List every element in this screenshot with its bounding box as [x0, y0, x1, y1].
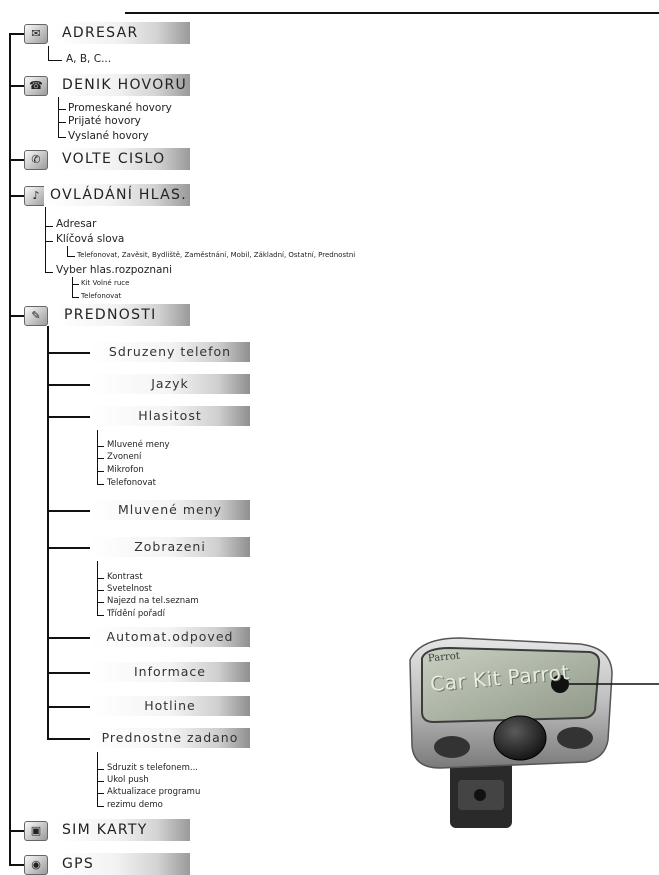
menu-volte-cislo[interactable]: VOLTE CISLO — [56, 148, 190, 170]
informace-button[interactable]: Informace — [90, 662, 250, 682]
connector — [97, 615, 104, 616]
zobrazeni-item[interactable]: Třídění pořadí — [107, 609, 165, 619]
connector — [9, 315, 24, 317]
sdruzeny-telefon-button[interactable]: Sdruzeny telefon — [90, 342, 250, 362]
wrench-icon: ✎ — [24, 306, 48, 326]
connector — [9, 830, 24, 832]
hotline-button[interactable]: Hotline — [90, 696, 250, 716]
connector — [97, 430, 98, 484]
connector — [48, 46, 49, 60]
connector — [47, 416, 90, 418]
vyber-item[interactable]: Telefonovat — [81, 292, 122, 300]
connector — [9, 864, 24, 866]
connector — [58, 122, 66, 123]
connector — [97, 793, 104, 794]
call-log-icon: ☎ — [24, 76, 48, 96]
connector — [97, 446, 104, 447]
connector — [97, 769, 104, 770]
globe-icon: ◉ — [24, 855, 48, 875]
hlasitost-item[interactable]: Mluvené meny — [107, 440, 170, 450]
connector — [97, 781, 104, 782]
connector — [72, 284, 79, 285]
connector — [72, 297, 79, 298]
prednosti-trunk — [47, 326, 49, 738]
connector — [67, 256, 75, 257]
denik-item[interactable]: Promeskané hovory — [68, 102, 172, 114]
connector — [58, 97, 59, 137]
connector — [47, 352, 90, 354]
connector — [45, 207, 46, 272]
connector — [97, 561, 98, 615]
denik-item[interactable]: Vyslané hovory — [68, 130, 149, 142]
automat-odpoved-button[interactable]: Automat.odpoved — [90, 627, 250, 647]
menu-adresar[interactable]: ADRESAR — [56, 22, 190, 44]
sim-card-icon: ▣ — [24, 821, 48, 841]
connector — [9, 33, 24, 35]
connector — [72, 277, 73, 297]
menu-gps[interactable]: GPS — [56, 853, 190, 875]
zadano-item[interactable]: Sdruzit s telefonem... — [107, 763, 199, 773]
connector — [58, 109, 66, 110]
zobrazeni-item[interactable]: Kontrast — [107, 572, 143, 582]
connector — [97, 578, 104, 579]
vyber-item[interactable]: Kit Volné ruce — [81, 279, 130, 287]
connector — [47, 738, 90, 740]
menu-prednosti[interactable]: PREDNOSTI — [58, 304, 190, 326]
top-rule — [125, 12, 659, 14]
connector — [97, 484, 104, 485]
tree-trunk — [9, 33, 11, 865]
connector — [97, 752, 98, 806]
connector — [97, 806, 104, 807]
connector — [47, 547, 90, 549]
adresar-item[interactable]: A, B, C... — [66, 53, 112, 65]
menu-denik-hovoru[interactable]: DENIK HOVORU — [56, 74, 190, 96]
car-kit-illustration — [409, 637, 659, 828]
connector — [45, 226, 53, 227]
connector — [97, 471, 104, 472]
zadano-item[interactable]: rezimu demo — [107, 800, 163, 810]
zobrazeni-item[interactable]: Svetelnost — [107, 584, 152, 594]
connector — [47, 384, 90, 386]
klicova-slova-list: Telefonovat, Zavěsit, Bydliště, Zaměstná… — [77, 251, 356, 259]
prednostne-zadano-button[interactable]: Prednostne zadano — [90, 728, 250, 748]
menu-ovladani-hlas[interactable]: OVLÁDÁNÍ HLAS. — [44, 184, 190, 206]
connector — [58, 137, 66, 138]
connector — [9, 159, 24, 161]
zadano-item[interactable]: Aktualizace programu — [107, 787, 201, 797]
car-kit-device: Parrot Car Kit Parrot — [400, 630, 659, 845]
zobrazeni-item[interactable]: Najezd na tel.seznam — [107, 596, 199, 606]
connector — [9, 85, 24, 87]
ovladani-adresar[interactable]: Adresar — [56, 218, 97, 230]
connector — [97, 458, 104, 459]
hlasitost-item[interactable]: Mikrofon — [107, 465, 144, 475]
ovladani-vyber[interactable]: Vyber hlas.rozpoznani — [56, 264, 172, 276]
mluvene-meny-button[interactable]: Mluvené meny — [90, 500, 250, 520]
address-book-icon: ✉ — [24, 24, 48, 44]
jazyk-button[interactable]: Jazyk — [90, 374, 250, 394]
connector — [97, 590, 104, 591]
connector — [47, 672, 90, 674]
connector — [9, 195, 24, 197]
connector — [47, 510, 90, 512]
hlasitost-item[interactable]: Zvonení — [107, 452, 142, 462]
zobrazeni-button[interactable]: Zobrazeni — [90, 537, 250, 557]
hlasitost-button[interactable]: Hlasitost — [90, 406, 250, 426]
connector — [67, 246, 68, 256]
connector — [47, 637, 90, 639]
connector — [97, 602, 104, 603]
connector — [45, 272, 53, 273]
menu-sim-karty[interactable]: SIM KARTY — [56, 819, 190, 841]
zadano-item[interactable]: Ukol push — [107, 775, 149, 785]
ovladani-klicova-slova[interactable]: Klíčová slova — [56, 233, 125, 245]
dial-pad-icon: ✆ — [24, 150, 48, 170]
hlasitost-item[interactable]: Telefonovat — [107, 478, 156, 488]
denik-item[interactable]: Prijaté hovory — [68, 115, 141, 127]
connector — [47, 706, 90, 708]
connector — [48, 60, 62, 61]
connector — [45, 241, 53, 242]
